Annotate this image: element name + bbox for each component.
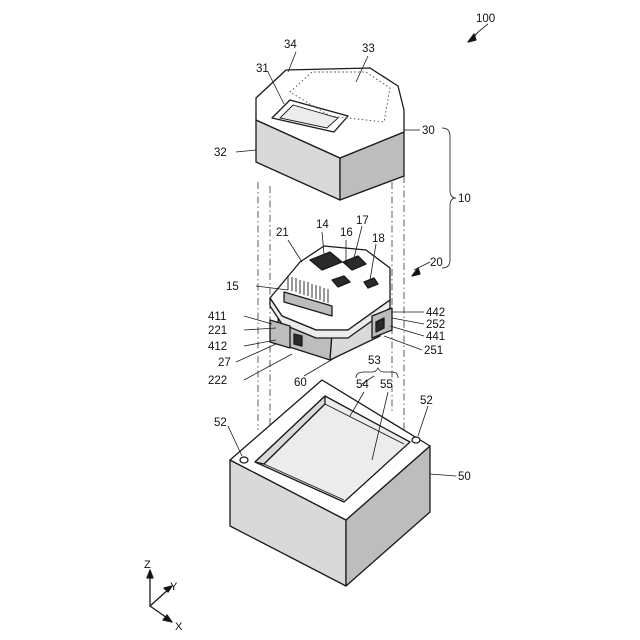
label-30: 30	[422, 125, 435, 137]
cap-30	[256, 68, 404, 200]
label-412: 412	[208, 341, 227, 353]
case-50	[230, 380, 430, 586]
label-252: 252	[426, 319, 445, 331]
axis-label-x: X	[175, 621, 183, 633]
label-441: 441	[426, 331, 445, 343]
label-21: 21	[276, 227, 289, 239]
label-52-right: 52	[420, 395, 433, 407]
axis-label-y: Y	[170, 581, 178, 593]
label-15: 15	[226, 281, 239, 293]
label-100: 100	[476, 13, 495, 25]
label-14: 14	[316, 219, 329, 231]
label-27: 27	[218, 357, 231, 369]
label-55: 55	[380, 379, 393, 391]
coordinate-axes	[147, 570, 172, 622]
bracket-10	[442, 128, 456, 268]
axis-label-z: Z	[144, 559, 151, 571]
label-52-left: 52	[214, 417, 227, 429]
label-50: 50	[458, 471, 471, 483]
label-20: 20	[430, 257, 443, 269]
label-222: 222	[208, 375, 227, 387]
label-442: 442	[426, 307, 445, 319]
label-54: 54	[356, 379, 369, 391]
label-33: 33	[362, 43, 375, 55]
label-221: 221	[208, 325, 227, 337]
label-32: 32	[214, 147, 227, 159]
label-16: 16	[340, 227, 353, 239]
label-10: 10	[458, 193, 471, 205]
hole-52-left	[240, 457, 248, 463]
label-60: 60	[294, 377, 307, 389]
label-53: 53	[368, 355, 381, 367]
label-18: 18	[372, 233, 385, 245]
label-251: 251	[424, 345, 443, 357]
label-17: 17	[356, 215, 369, 227]
inner-assembly-20	[270, 246, 392, 360]
label-31: 31	[256, 63, 269, 75]
label-411: 411	[208, 311, 226, 323]
hole-52-right	[412, 437, 420, 443]
label-34: 34	[284, 39, 297, 51]
